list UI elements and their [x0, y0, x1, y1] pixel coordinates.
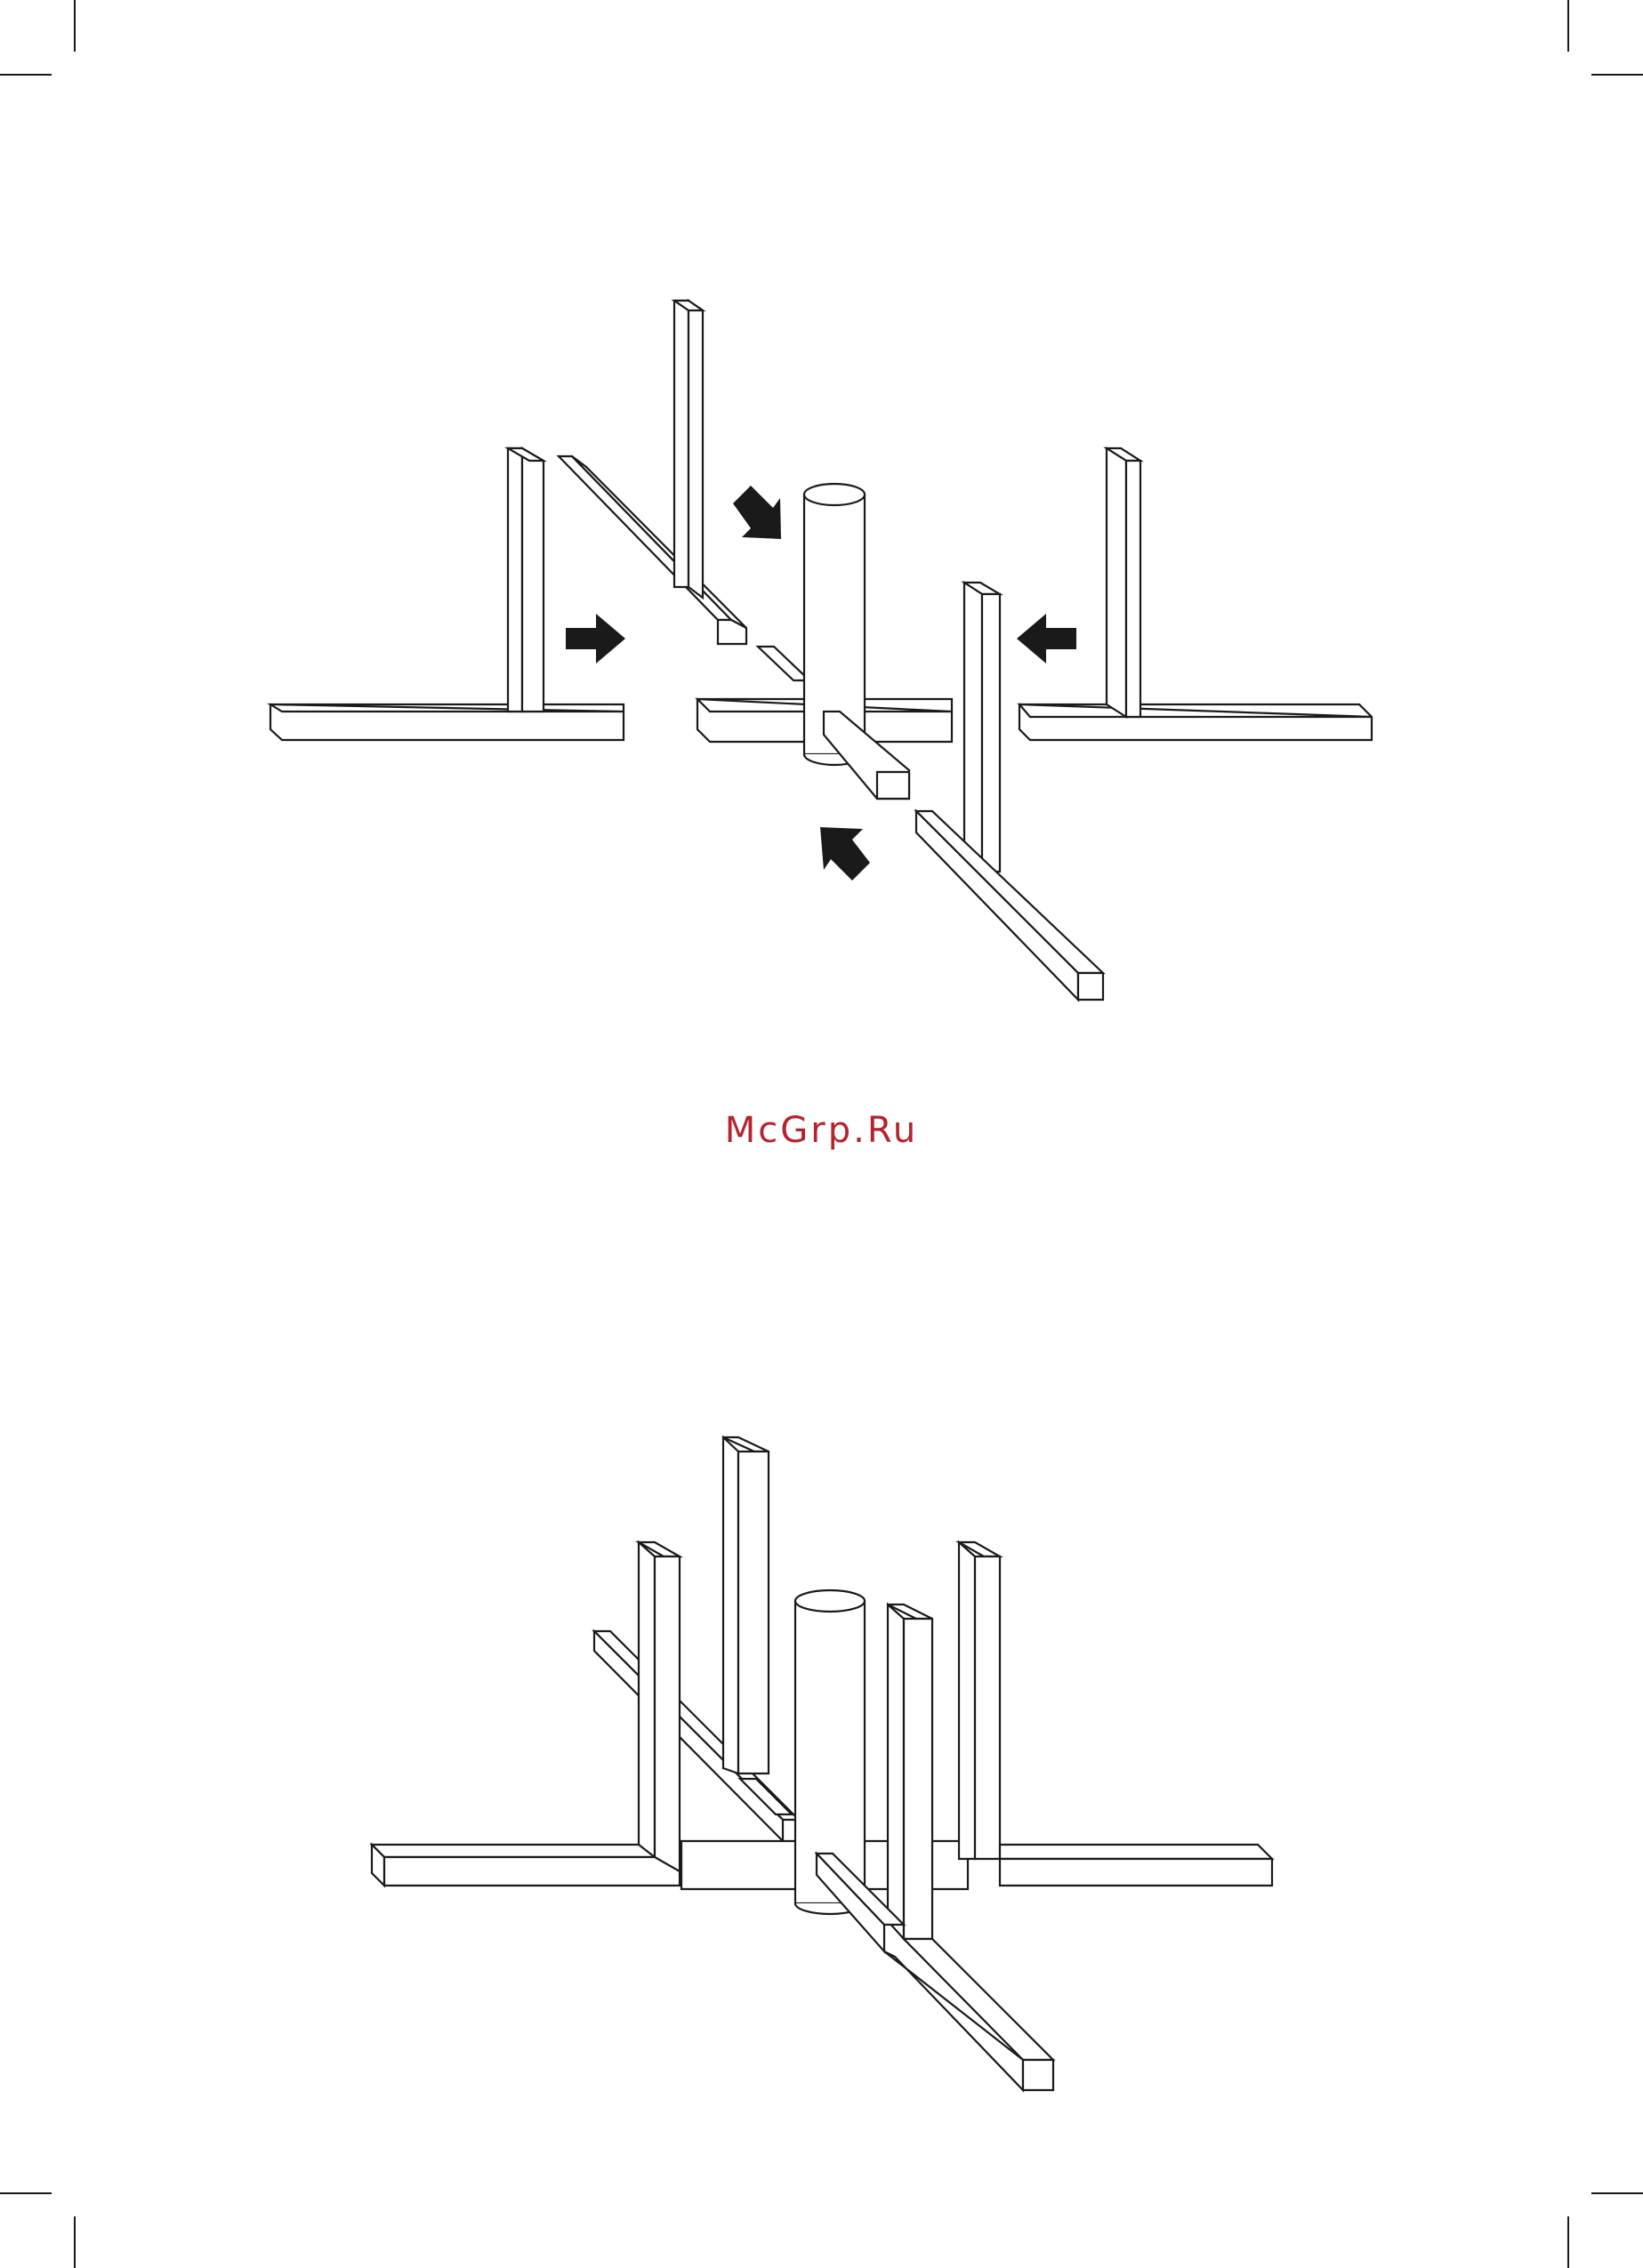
arrow-right-icon	[566, 614, 625, 664]
leg-right	[1019, 448, 1372, 740]
leg-front-post	[888, 1604, 932, 1939]
assembled-view	[372, 1437, 1272, 2090]
watermark: McGrp.Ru	[0, 1110, 1643, 1151]
leg-back-left	[559, 301, 746, 644]
leg-left	[270, 448, 624, 740]
leg-right-arm	[1000, 1845, 1272, 1886]
arrow-up-left-icon	[820, 827, 870, 881]
leg-left-post	[639, 1542, 680, 1884]
exploded-view	[270, 301, 1372, 1000]
leg-back-post	[723, 1437, 769, 1773]
leg-right-post	[959, 1542, 1000, 1859]
leg-left-arm	[372, 1845, 680, 1886]
arrow-down-right-icon	[733, 486, 781, 539]
arrow-left-icon	[1017, 614, 1076, 664]
